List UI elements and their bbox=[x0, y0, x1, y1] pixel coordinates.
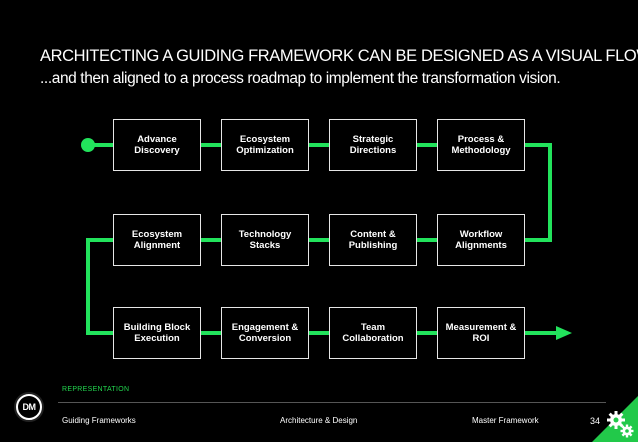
footer-middle: Architecture & Design bbox=[280, 416, 358, 425]
step-label: Process & Methodology bbox=[451, 134, 511, 156]
dm-logo: DM bbox=[14, 392, 44, 422]
step-label: Advance Discovery bbox=[134, 134, 180, 156]
start-dot bbox=[81, 138, 95, 152]
end-arrowhead bbox=[556, 326, 572, 340]
page-number: 34 bbox=[590, 416, 601, 426]
step-label: Measurement & ROI bbox=[445, 322, 517, 344]
section-label: REPRESENTATION bbox=[62, 386, 130, 393]
step-content-publishing: Content & Publishing bbox=[329, 214, 417, 266]
step-measurement-roi: Measurement & ROI bbox=[437, 307, 525, 359]
step-label: Technology Stacks bbox=[238, 229, 292, 251]
step-label: Ecosystem Optimization bbox=[236, 134, 294, 156]
step-label: Strategic Directions bbox=[349, 134, 397, 156]
step-team-collaboration: Team Collaboration bbox=[329, 307, 417, 359]
step-advance-discovery: Advance Discovery bbox=[113, 119, 201, 171]
step-technology-stacks: Technology Stacks bbox=[221, 214, 309, 266]
slide-title: ARCHITECTING A GUIDING FRAMEWORK CAN BE … bbox=[40, 47, 638, 65]
logo-text: DM bbox=[18, 396, 40, 418]
step-engagement-conversion: Engagement & Conversion bbox=[221, 307, 309, 359]
step-label: Building Block Execution bbox=[123, 322, 191, 344]
footer-divider bbox=[58, 402, 606, 403]
step-process-methodology: Process & Methodology bbox=[437, 119, 525, 171]
footer-left: Guiding Frameworks bbox=[62, 416, 136, 425]
step-label: Ecosystem Alignment bbox=[131, 229, 183, 251]
footer-right: Master Framework bbox=[472, 416, 539, 425]
slide-subtitle: ...and then aligned to a process roadmap… bbox=[40, 70, 561, 87]
step-ecosystem-alignment: Ecosystem Alignment bbox=[113, 214, 201, 266]
connector-bend-right bbox=[525, 143, 552, 242]
step-workflow-alignments: Workflow Alignments bbox=[437, 214, 525, 266]
step-building-block-execution: Building Block Execution bbox=[113, 307, 201, 359]
step-label: Content & Publishing bbox=[348, 229, 398, 251]
step-label: Workflow Alignments bbox=[455, 229, 507, 251]
connector-bend-left bbox=[86, 238, 113, 335]
step-strategic-directions: Strategic Directions bbox=[329, 119, 417, 171]
gears-icon bbox=[592, 396, 638, 442]
step-ecosystem-optimization: Ecosystem Optimization bbox=[221, 119, 309, 171]
step-label: Engagement & Conversion bbox=[231, 322, 299, 344]
step-label: Team Collaboration bbox=[342, 322, 404, 344]
